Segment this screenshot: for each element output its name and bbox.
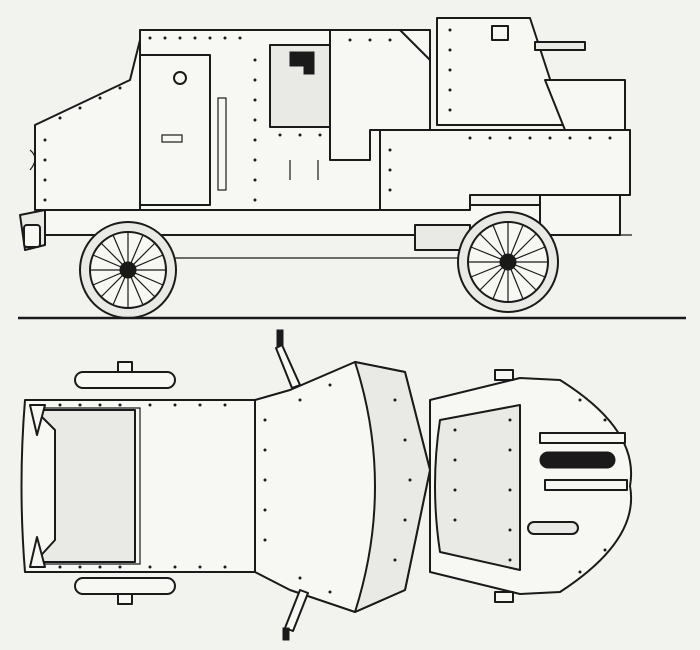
- side-view: [19, 17, 632, 319]
- front-wheel-top-left: [74, 371, 176, 389]
- left-gun-barrel: [275, 344, 301, 389]
- door-grip-bar: [217, 97, 227, 191]
- left-gun-muzzle: [276, 329, 284, 347]
- rear-hub-left: [494, 369, 514, 381]
- rear-stowage-box: [539, 194, 621, 236]
- right-gun-barrel: [284, 589, 309, 632]
- front-hub-left: [117, 361, 133, 373]
- machine-gun-mount: [289, 51, 315, 75]
- plan-rivets: [58, 383, 607, 594]
- cab-door: [139, 54, 211, 206]
- top-view: [20, 329, 633, 641]
- headlamp-left: [29, 404, 46, 436]
- rear-gun-2: [544, 479, 628, 491]
- turret-hatch: [491, 25, 509, 41]
- rear-hull: [379, 129, 631, 211]
- side-rivets: [43, 28, 612, 202]
- cab-roof-bevel: [354, 361, 431, 613]
- rear-wheel: [457, 211, 559, 313]
- headlamp: [29, 149, 36, 171]
- right-gun-muzzle: [282, 627, 290, 641]
- rear-gun-mount: [539, 451, 616, 469]
- front-wheel: [79, 221, 177, 319]
- rear-step: [619, 195, 632, 236]
- front-wheel-top-right: [74, 577, 176, 595]
- rear-gun-3: [527, 521, 579, 535]
- headlamp-right: [29, 536, 46, 568]
- door-handle: [161, 134, 183, 143]
- front-hub-right: [117, 593, 133, 605]
- rear-gun-shield: [544, 79, 626, 131]
- tow-hook: [23, 224, 41, 248]
- rear-gun-1: [539, 432, 626, 444]
- vision-slit: [173, 71, 187, 85]
- rear-machine-gun: [534, 41, 586, 51]
- hood-armor: [34, 39, 141, 211]
- rear-hub-right: [494, 591, 514, 603]
- hood-outline: [40, 407, 141, 565]
- turret-plan: [434, 404, 521, 571]
